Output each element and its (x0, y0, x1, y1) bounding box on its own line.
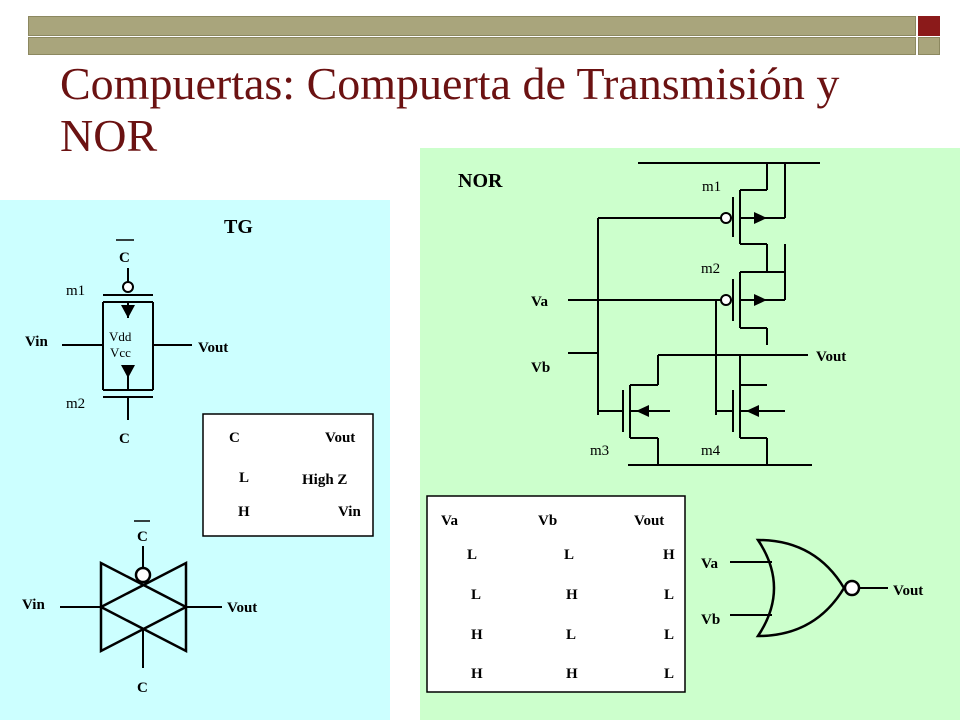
nor-gate-va-label: Va (701, 556, 718, 572)
tg-vdd-label: Vdd (109, 329, 132, 344)
nor-gate-bubble (843, 579, 861, 597)
nor-vout-label: Vout (816, 349, 846, 365)
nor-vb-label: Vb (531, 360, 550, 376)
nor-table-header: Va (441, 513, 458, 529)
tg-vcc-label: Vcc (110, 345, 131, 360)
tg-c-bottom-label: C (119, 431, 130, 447)
arrow-left-icon (636, 405, 649, 417)
nor-table-cell: L (566, 627, 576, 643)
arrow-right-icon (754, 212, 767, 224)
tg-symbol-bubble (134, 566, 152, 584)
tg-vin-label: Vin (25, 334, 48, 350)
arrow-down-icon (121, 365, 135, 378)
tg-symbol-c-top-label: C (137, 529, 148, 545)
nor-table-cell: L (471, 587, 481, 603)
arrow-down-icon (121, 305, 135, 318)
nor-heading: NOR (458, 170, 503, 192)
tg-table-cell: Vin (338, 504, 361, 520)
tg-table-cell: H (238, 504, 250, 520)
tg-vout-label: Vout (198, 340, 228, 356)
arrow-left-icon (746, 405, 759, 417)
tg-heading: TG (224, 216, 253, 238)
nor-table-cell: L (467, 547, 477, 563)
tg-symbol-vin-label: Vin (22, 597, 45, 613)
nor-truth-table (426, 495, 686, 693)
nor-table-cell: L (664, 587, 674, 603)
tg-symbol-c-bottom-label: C (137, 680, 148, 696)
header-bar-lower (28, 37, 916, 55)
tg-symbol-vout-label: Vout (227, 600, 257, 616)
nor-gate-icon (755, 538, 846, 638)
nor-gate-vb-label: Vb (701, 612, 720, 628)
accent-square-lower (918, 37, 940, 55)
tg-m2-label: m2 (66, 396, 85, 412)
header-bar (28, 16, 916, 36)
nor-m1-label: m1 (702, 179, 721, 195)
nor-table-cell: H (663, 547, 675, 563)
nor-m3-label: m3 (590, 443, 609, 459)
nor-table-cell: H (566, 587, 578, 603)
nor-table-cell: H (566, 666, 578, 682)
nor-table-cell: L (664, 666, 674, 682)
nor-m2-label: m2 (701, 261, 720, 277)
tg-table-header-vout: Vout (325, 430, 355, 446)
nor-gate-vout-label: Vout (893, 583, 923, 599)
nor-table-header: Vb (538, 513, 557, 529)
tg-bubble (122, 281, 134, 293)
tg-table-cell: L (239, 470, 249, 486)
arrow-right-icon (754, 294, 767, 306)
tg-table-header-c: C (229, 430, 240, 446)
nor-table-cell: H (471, 627, 483, 643)
nor-table-cell: L (564, 547, 574, 563)
tg-truth-table (202, 413, 374, 537)
nor-table-cell: L (664, 627, 674, 643)
tg-m1-label: m1 (66, 283, 85, 299)
nor-m4-label: m4 (701, 443, 721, 459)
nor-table-cell: H (471, 666, 483, 682)
tg-table-cell: High Z (302, 472, 347, 488)
nor-va-label: Va (531, 294, 548, 310)
slide-title: Compuertas: Compuerta de Transmisión y N… (60, 58, 840, 161)
tg-c-top-label: C (119, 250, 130, 266)
nor-table-header: Vout (634, 513, 664, 529)
accent-square (918, 16, 940, 36)
